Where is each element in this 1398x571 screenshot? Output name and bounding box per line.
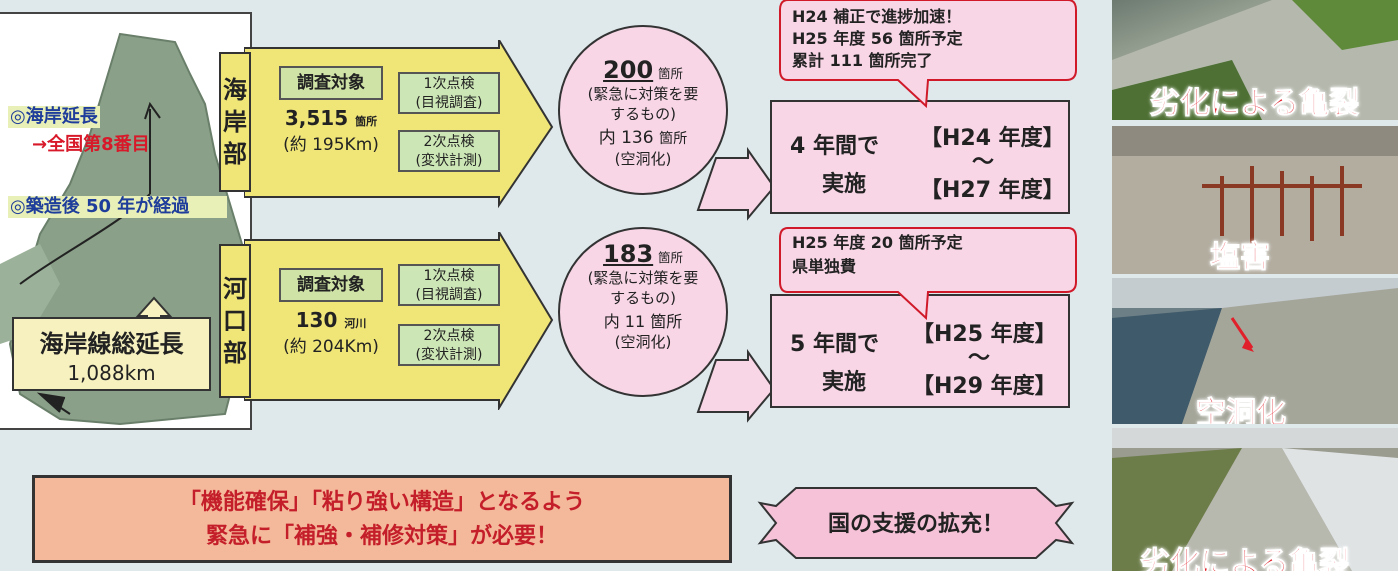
photo-hollowing: 空洞化 (1112, 278, 1398, 424)
coast-insp2-title: 2次点検 (423, 134, 475, 150)
river-insp2-title: 2次点検 (423, 328, 475, 344)
coast-insp1-sub: (目視調査) (415, 95, 483, 111)
support-expansion-text: 国の支援の拡充！ (827, 512, 1004, 537)
river-urgent-unit: 箇所 (657, 250, 683, 265)
coast-urgent-text: 200 箇所 (緊急に対策を要 するもの) 内 136 箇所 (空洞化) (568, 58, 718, 169)
coast-void-desc: (空洞化) (614, 150, 672, 168)
river-void-line: 内 11 箇所 (603, 312, 683, 331)
river-first-inspection: 1次点検 (目視調査) (398, 264, 500, 306)
river-insp1-sub: (目視調査) (415, 287, 483, 303)
coast-section-tab: 海 岸 部 (219, 52, 251, 192)
coast-callout-line-3: 累計 111 箇所完了 (792, 51, 933, 70)
coast-target-count: 3,515 (284, 106, 349, 130)
river-second-inspection: 2次点検 (変状計測) (398, 324, 500, 366)
photo-deterioration-crack-2: 劣化による亀裂 (1112, 428, 1398, 571)
river-plan-from: 【H25 年度】 (912, 322, 1057, 347)
coast-target-label: 調査対象 (279, 66, 383, 100)
coast-first-inspection: 1次点検 (目視調査) (398, 72, 500, 114)
river-target-length: (約 204Km) (283, 337, 379, 357)
urgent-line-1: 「機能確保」「粘り強い構造」となるよう (178, 490, 586, 515)
coast-callout-bubble (779, 0, 1077, 109)
river-survey-target: 調査対象 130 河川 (約 204Km) (270, 262, 392, 374)
coast-survey-target: 調査対象 3,515 箇所 (約 195Km) (270, 60, 392, 172)
construction-age-note: ◎築造後 50 年が経過 (8, 196, 227, 218)
coast-tab-char-1: 海 (223, 76, 247, 104)
coast-insp2-sub: (変状計測) (415, 153, 483, 169)
total-coastline-box: 海岸線総延長 1,088km (12, 317, 211, 391)
photo-caption-3: 空洞化 (1196, 396, 1287, 425)
river-void-desc: (空洞化) (614, 333, 672, 351)
river-target-label: 調査対象 (279, 268, 383, 302)
river-target-count-line: 130 河川 (270, 308, 392, 332)
coast-void-unit: 箇所 (658, 131, 688, 147)
river-plan-to: 【H29 年度】 (912, 374, 1057, 399)
national-rank-note: →全国第8番目 (32, 134, 150, 155)
coast-plan-action: 実施 (822, 172, 867, 197)
river-insp1-title: 1次点検 (423, 268, 475, 284)
river-tab-char-1: 河 (223, 275, 247, 303)
coast-insp1-title: 1次点検 (423, 76, 475, 92)
river-target-count: 130 (295, 308, 338, 332)
coast-plan-tilde: ～ (972, 150, 995, 175)
coast-void-line: 内 136 (598, 128, 654, 148)
coast-urgent-unit: 箇所 (657, 66, 683, 81)
photo-deterioration-crack-1: 劣化による亀裂 (1112, 0, 1398, 120)
river-target-unit: 河川 (344, 317, 367, 330)
river-plan-action: 実施 (822, 370, 867, 395)
river-urgent-desc1: (緊急に対策を要 (587, 269, 699, 287)
support-expansion-banner (757, 487, 1075, 559)
river-urgent-bubble (558, 227, 776, 423)
coast-urgent-desc2: するもの) (610, 105, 676, 123)
river-plan-period: 5 年間で (790, 332, 879, 357)
river-callout-bubble (779, 227, 1077, 321)
urgent-line-2: 緊急に「補強・補修対策」が必要！ (205, 524, 558, 549)
coast-tab-char-3: 部 (223, 140, 247, 168)
coast-callout-line-2: H25 年度 56 箇所予定 (792, 29, 963, 48)
photo-salt-damage: 塩害 (1112, 126, 1398, 274)
river-urgent-count: 183 (603, 240, 654, 268)
coast-length-note: ◎海岸延長 (8, 106, 100, 128)
coast-plan-to: 【H27 年度】 (920, 178, 1065, 203)
photo-caption-4: 劣化による亀裂 (1139, 546, 1350, 571)
photo-caption-1: 劣化による亀裂 (1149, 86, 1360, 121)
photo-caption-2: 塩害 (1210, 240, 1271, 275)
river-callout-line-1: H25 年度 20 箇所予定 (792, 233, 963, 252)
coast-plan-box: 4 年間で 実施 【H24 年度】 ～ 【H27 年度】 (770, 100, 1070, 214)
river-urgent-desc2: するもの) (610, 289, 676, 307)
coast-second-inspection: 2次点検 (変状計測) (398, 130, 500, 172)
coast-callout-line-1: H24 補正で進捗加速！ (792, 7, 962, 26)
total-coastline-label: 海岸線総延長 (39, 330, 184, 358)
coast-urgent-desc1: (緊急に対策を要 (587, 85, 699, 103)
coast-urgent-bubble (558, 25, 776, 221)
coast-tab-char-2: 岸 (223, 108, 247, 136)
coast-target-length: (約 195Km) (283, 135, 379, 155)
total-coastline-value: 1,088km (67, 361, 156, 385)
river-tab-char-2: 口 (223, 307, 247, 335)
levee-road-image (1112, 428, 1398, 571)
river-plan-box: 5 年間で 実施 【H25 年度】 ～ 【H29 年度】 (770, 294, 1070, 408)
river-tab-char-3: 部 (223, 339, 247, 367)
coast-target-unit: 箇所 (355, 115, 378, 128)
coast-plan-from: 【H24 年度】 (920, 126, 1065, 151)
coast-urgent-count: 200 (603, 56, 654, 84)
river-callout-line-2: 県単独費 (792, 257, 857, 276)
river-section-tab: 河 口 部 (219, 244, 251, 398)
river-insp2-sub: (変状計測) (415, 347, 483, 363)
coast-target-count-line: 3,515 箇所 (270, 106, 392, 130)
concrete-wall-image (1112, 126, 1398, 274)
urgent-measures-box: 「機能確保」「粘り強い構造」となるよう 緊急に「補強・補修対策」が必要！ (32, 475, 732, 563)
embankment-image (1112, 278, 1398, 424)
seawall-image (1112, 0, 1398, 120)
river-urgent-text: 183 箇所 (緊急に対策を要 するもの) 内 11 箇所 (空洞化) (568, 242, 718, 352)
river-plan-tilde: ～ (968, 346, 991, 371)
coast-plan-period: 4 年間で (790, 134, 879, 159)
